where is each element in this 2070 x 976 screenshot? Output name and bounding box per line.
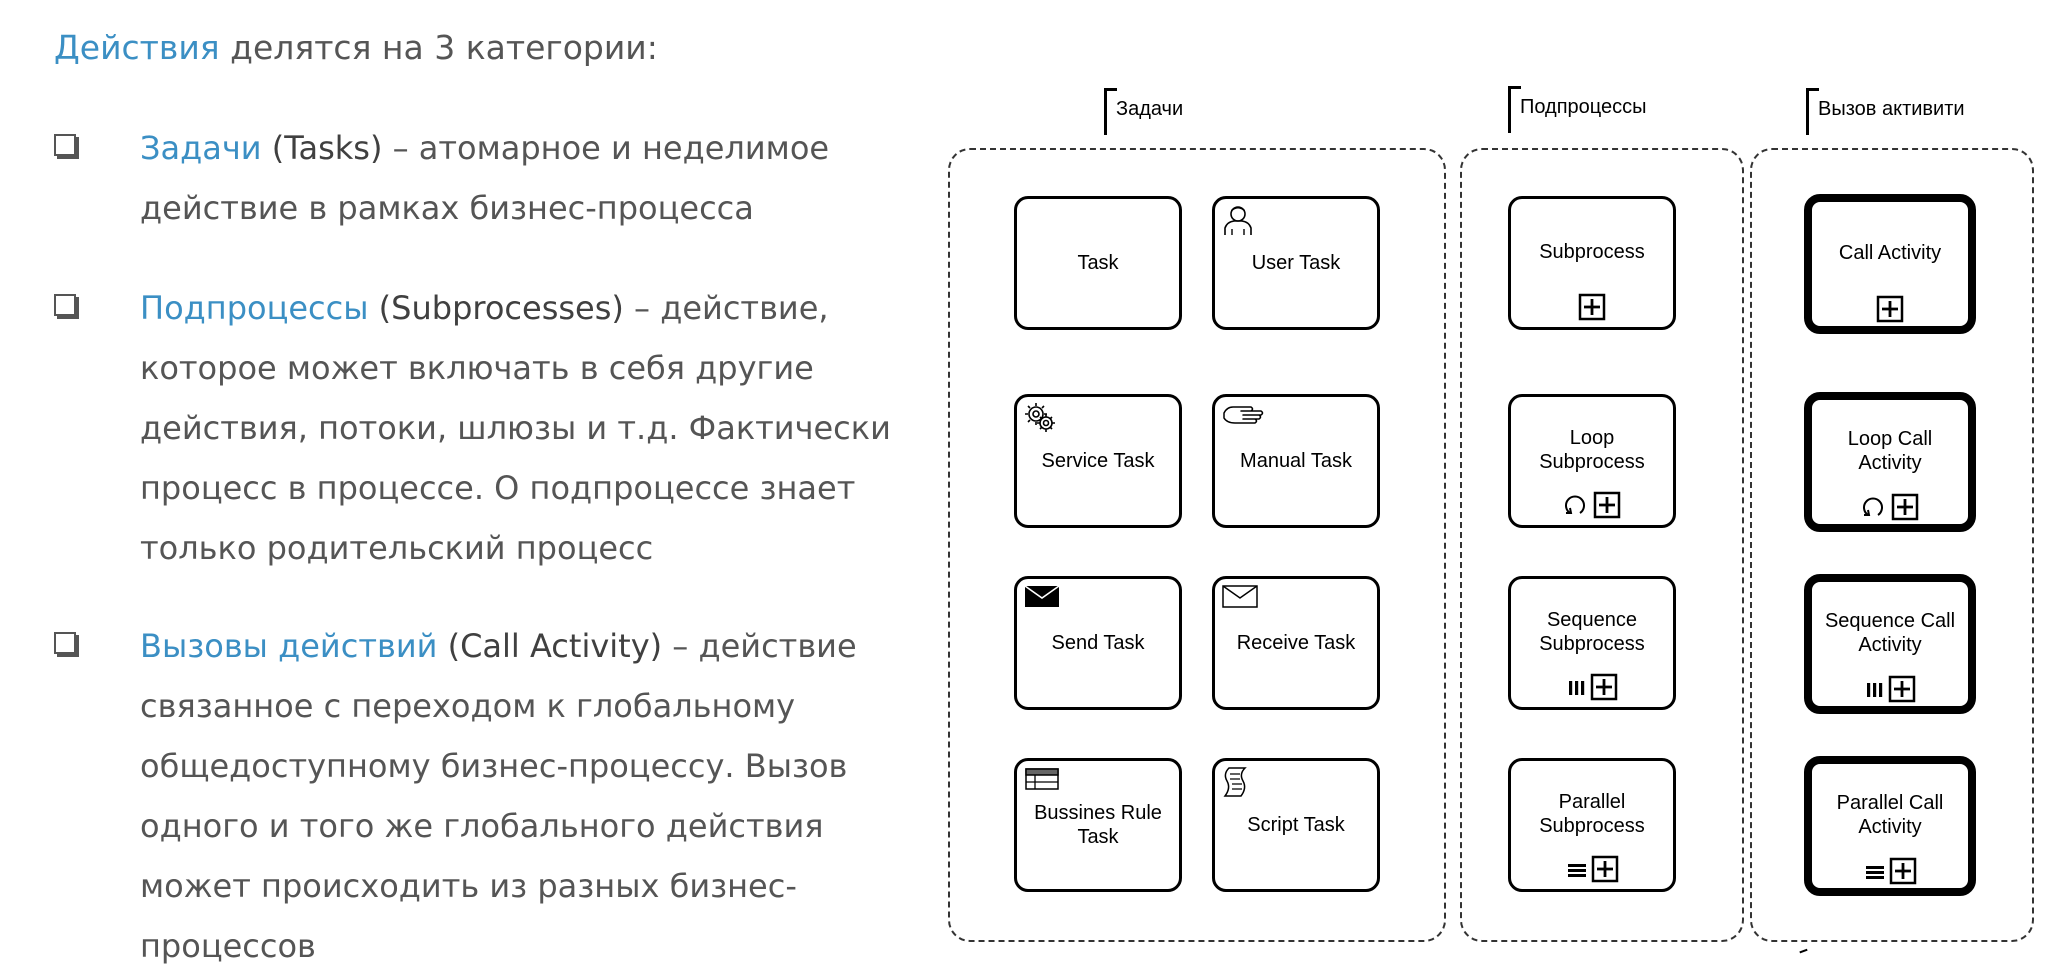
task-box[interactable]: Task	[1014, 196, 1182, 330]
expand-plus-icon[interactable]	[1876, 295, 1904, 323]
business-rule-task-label: Bussines Rule Task	[1034, 802, 1162, 848]
loop-subprocess-label: Loop Subprocess	[1539, 427, 1645, 473]
receive-task-box[interactable]: Receive Task	[1212, 576, 1380, 710]
envelope-filled-icon	[1024, 585, 1060, 607]
expand-plus-icon[interactable]	[1593, 491, 1621, 519]
sequence-call-activity-markers	[1812, 675, 1968, 703]
expand-plus-icon[interactable]	[1590, 673, 1618, 701]
loop-call-activity-box[interactable]: Loop Call Activity	[1804, 392, 1976, 532]
bullet-subprocesses: Подпроцессы (Subprocesses) – действие, к…	[140, 278, 900, 578]
user-task-label: User Task	[1251, 252, 1341, 274]
send-task-box[interactable]: Send Task	[1014, 576, 1182, 710]
call-activity-markers	[1812, 295, 1968, 323]
bullet-square-icon	[54, 632, 76, 654]
sequential-marker-icon	[1865, 866, 1884, 879]
bullet-tasks-highlight: Задачи	[140, 129, 262, 167]
section-label-call-activity: Вызов активити	[1818, 98, 1965, 120]
bullet-square-icon	[54, 294, 76, 316]
parallel-marker-icon	[1568, 681, 1584, 695]
expand-plus-icon[interactable]	[1889, 857, 1917, 885]
send-task-label: Send Task	[1051, 632, 1145, 654]
bullet-call-activity-term: (Call Activity)	[437, 627, 663, 665]
manual-task-box[interactable]: Manual Task	[1212, 394, 1380, 528]
parallel-subprocess-box[interactable]: Parallel Subprocess	[1508, 758, 1676, 892]
call-activity-label: Call Activity	[1838, 242, 1942, 264]
intro-rest: делятся на 3 категории:	[219, 28, 658, 67]
intro-line: Действия делятся на 3 категории:	[54, 28, 658, 67]
parallel-call-activity-box[interactable]: Parallel Call Activity	[1804, 756, 1976, 896]
intro-highlight: Действия	[54, 28, 220, 67]
bullet-tasks-text: – атомарное и неделимое действие в рамка…	[140, 129, 830, 227]
bullet-call-activity-highlight: Вызовы действий	[140, 627, 438, 665]
sequence-call-activity-box[interactable]: Sequence Call Activity	[1804, 574, 1976, 714]
bullet-tasks-term: (Tasks)	[261, 129, 383, 167]
loop-subprocess-box[interactable]: Loop Subprocess	[1508, 394, 1676, 528]
parallel-subprocess-label: Parallel Subprocess	[1539, 791, 1645, 837]
bullet-subprocesses-term: (Subprocesses)	[368, 289, 624, 327]
call-activity-group	[1750, 148, 2034, 942]
subprocess-box[interactable]: Subprocess	[1508, 196, 1676, 330]
bullet-square-icon	[54, 134, 76, 156]
bullet-call-activity-text: – действие связанное с переходом к глоба…	[140, 627, 857, 965]
service-task-label: Service Task	[1041, 450, 1155, 472]
hand-icon	[1223, 406, 1264, 424]
sequence-subprocess-markers	[1511, 673, 1673, 701]
section-bracket	[1508, 86, 1521, 133]
parallel-subprocess-markers	[1511, 855, 1673, 883]
user-task-box[interactable]: User Task	[1212, 196, 1380, 330]
parallel-marker-icon	[1866, 683, 1882, 697]
loop-icon	[1564, 495, 1585, 514]
sequence-subprocess-box[interactable]: Sequence Subprocess	[1508, 576, 1676, 710]
expand-plus-icon[interactable]	[1888, 675, 1916, 703]
gears-icon	[1025, 403, 1055, 432]
bullet-call-activity: Вызовы действий (Call Activity) – действ…	[140, 616, 900, 976]
sequential-marker-icon	[1567, 864, 1586, 877]
loop-subprocess-markers	[1511, 491, 1673, 519]
expand-plus-icon[interactable]	[1578, 293, 1606, 321]
task-label: Task	[1077, 252, 1119, 274]
section-label-tasks: Задачи	[1116, 98, 1184, 120]
bullet-tasks: Задачи (Tasks) – атомарное и неделимое д…	[140, 118, 900, 238]
bullet-subprocesses-highlight: Подпроцессы	[140, 289, 369, 327]
envelope-outline-icon	[1222, 585, 1258, 608]
expand-plus-icon[interactable]	[1891, 493, 1919, 521]
sequence-subprocess-label: Sequence Subprocess	[1539, 609, 1645, 655]
parallel-call-activity-markers	[1812, 857, 1968, 885]
manual-task-label: Manual Task	[1240, 450, 1352, 472]
user-icon	[1224, 206, 1252, 235]
receive-task-label: Receive Task	[1236, 632, 1356, 654]
bullet-subprocesses-text: – действие, которое может включать в себ…	[140, 289, 891, 567]
script-icon	[1223, 767, 1247, 797]
call-activity-box[interactable]: Call Activity	[1804, 194, 1976, 334]
corner-mark	[1799, 948, 1809, 957]
expand-plus-icon[interactable]	[1591, 855, 1619, 883]
loop-call-activity-markers	[1812, 493, 1968, 521]
script-task-label: Script Task	[1247, 814, 1345, 836]
business-rule-task-box[interactable]: Bussines Rule Task	[1014, 758, 1182, 892]
loop-icon	[1862, 497, 1883, 516]
parallel-call-activity-label: Parallel Call Activity	[1836, 792, 1944, 838]
section-bracket	[1104, 88, 1117, 135]
script-task-box[interactable]: Script Task	[1212, 758, 1380, 892]
tasks-group	[948, 148, 1446, 942]
service-task-box[interactable]: Service Task	[1014, 394, 1182, 528]
loop-call-activity-label: Loop Call Activity	[1847, 428, 1933, 474]
sequence-call-activity-label: Sequence Call Activity	[1824, 610, 1956, 656]
table-icon	[1025, 768, 1059, 790]
subprocess-markers	[1511, 293, 1673, 321]
section-bracket	[1806, 88, 1819, 135]
subprocess-label: Subprocess	[1539, 241, 1645, 263]
section-label-subprocesses: Подпроцессы	[1520, 96, 1647, 118]
subprocesses-group	[1460, 148, 1744, 942]
